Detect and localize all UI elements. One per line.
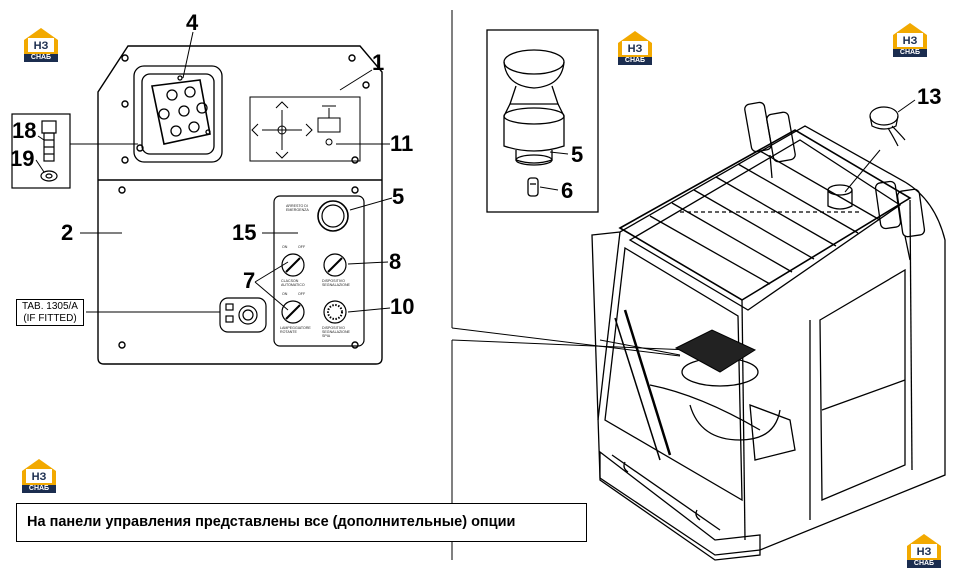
optional-switch-block [219,297,267,333]
callout-15: 15 [232,220,257,245]
rotating-beacon [869,106,906,147]
logo-sub: СНАБ [24,54,58,62]
logo-sub: СНАБ [22,485,56,493]
emergency-stop-detail [486,29,599,213]
label-switch-on: ON [282,245,288,249]
bolt-and-washer [11,113,71,189]
leader-lines [35,31,916,356]
diagram-caption: На панели управления представлены все (д… [16,503,587,542]
label-switch2-on: ON [282,292,288,296]
callout-18: 18 [12,118,37,143]
logo-badges [22,23,941,568]
callout-11: 11 [390,131,414,156]
tab-label-line2: (IF FITTED) [23,313,77,324]
logo-sub: СНАБ [907,560,941,568]
callout-2: 2 [61,220,74,245]
callout-7: 7 [243,268,256,293]
logo-badge-1: НЗ СНАБ [24,32,58,62]
logo-badge-2: НЗ СНАБ [618,35,652,65]
logo-mark: НЗ [33,40,49,52]
logo-badge-4: НЗ СНАБ [22,463,56,493]
label-switch-off: OFF [298,245,306,249]
logo-mark: НЗ [627,43,643,55]
logo-badge-5: НЗ СНАБ [907,538,941,568]
callout-5: 5 [392,184,405,209]
callout-8: 8 [389,249,402,274]
callout-5-detail: 5 [571,142,584,167]
logo-badge-3: НЗ СНАБ [893,27,927,57]
callout-1: 1 [372,50,385,75]
cab-control-panel-highlight [674,329,757,373]
tab-reference-label: TAB. 1305/A (IF FITTED) [16,299,84,326]
logo-mark: НЗ [31,471,47,483]
section-dividers [451,10,691,560]
logo-mark: НЗ [916,546,932,558]
callout-6: 6 [561,178,574,203]
callout-19: 19 [10,146,35,171]
callout-10: 10 [390,294,415,319]
joystick-diagram [249,96,361,162]
control-panel [97,45,383,365]
switch-panel [273,195,365,347]
logo-sub: СНАБ [618,57,652,65]
operator-cab [591,101,946,561]
callout-13: 13 [917,84,942,109]
logo-sub: СНАБ [893,49,927,57]
socket-connector [133,65,223,163]
tab-label-line1: TAB. 1305/A [22,301,78,312]
callout-4: 4 [186,10,199,35]
logo-mark: НЗ [902,35,918,47]
label-switch2-off: OFF [298,292,306,296]
